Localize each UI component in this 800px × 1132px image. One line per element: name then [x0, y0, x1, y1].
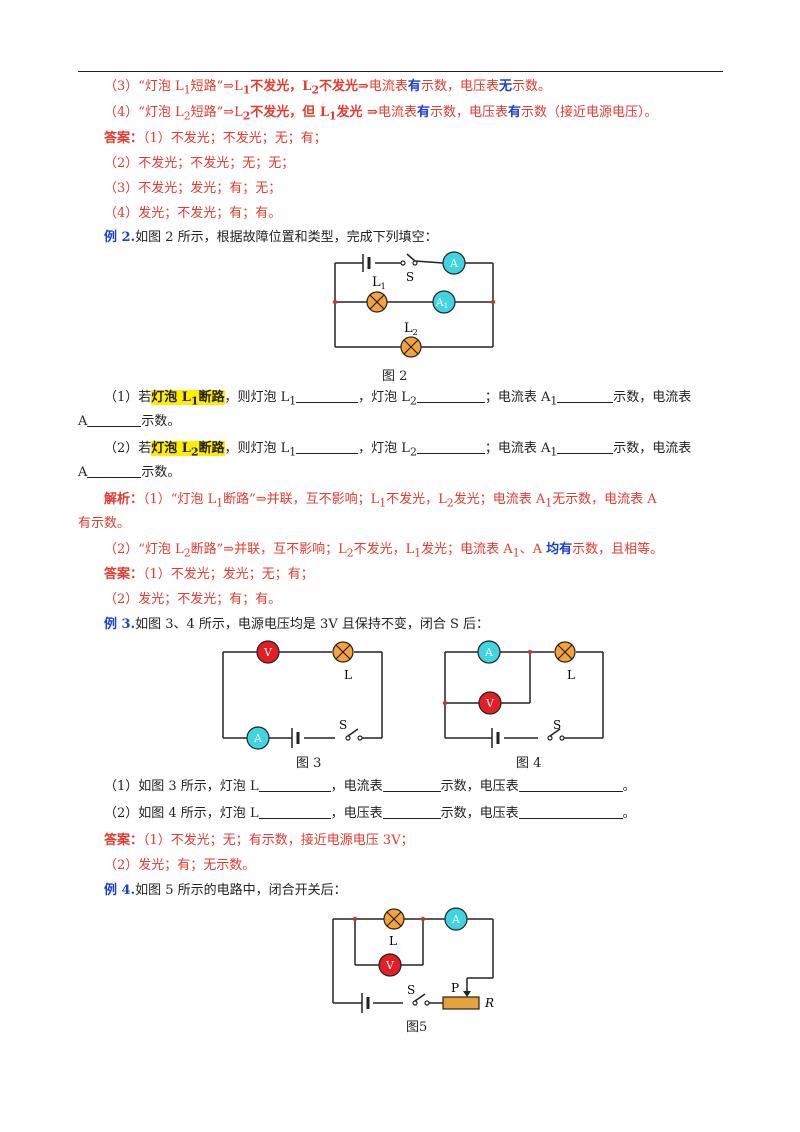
rheostat-icon	[442, 996, 480, 1010]
ex3-question-1: （1）如图 3 所示，灯泡 L，电流表示数，电压表。	[104, 778, 636, 794]
ex1-answer-3: （3）不发光；发光；有；无；	[104, 181, 282, 196]
lamp-l-icon	[554, 641, 576, 663]
ex4-heading: 例 4.如图 5 所示的电路中，闭合开关后：	[104, 883, 347, 898]
svg-text:V: V	[385, 959, 395, 972]
lamp-l-icon	[383, 908, 405, 930]
figure-4-caption: 图 4	[516, 756, 542, 771]
figure-2-caption: 图 2	[382, 369, 408, 384]
ex1-answer-4: （4）发光；不发光；有；有。	[104, 206, 282, 221]
fig5-slider-label: P	[451, 981, 459, 995]
blank[interactable]	[87, 413, 142, 427]
blank[interactable]	[258, 805, 331, 819]
fig5-switch-label: S	[407, 983, 415, 997]
ex3-heading: 例 3.如图 3、4 所示，电源电压均是 3V 且保持不变，闭合 S 后：	[104, 617, 490, 632]
blank[interactable]	[258, 778, 331, 792]
fig3-lamp-label: L	[344, 668, 352, 682]
blank[interactable]	[557, 389, 614, 403]
ex2-answer-2: （2）发光；不发光；有；有。	[104, 592, 282, 607]
lamp-l1-icon	[366, 291, 388, 313]
figure-3-circuit: V L A S	[222, 640, 383, 750]
fig5-lamp-label: L	[389, 934, 397, 948]
fig4-switch-label: S	[553, 718, 561, 732]
header-rule	[78, 71, 723, 72]
blank[interactable]	[416, 389, 485, 403]
lamp-l-icon	[332, 641, 354, 663]
ammeter-a-icon: A	[246, 726, 270, 750]
ex1-answer-1: 答案：（1）不发光；不发光；无；有；	[104, 131, 327, 146]
fig5-rheostat-label: R	[484, 996, 494, 1010]
ammeter-a-icon: A	[442, 251, 466, 275]
ammeter-a-icon: A	[477, 640, 501, 664]
blank[interactable]	[518, 778, 623, 792]
ammeter-a-icon: A	[444, 907, 468, 931]
blank[interactable]	[296, 389, 359, 403]
fig2-switch-label: S	[406, 270, 414, 284]
blank[interactable]	[382, 805, 441, 819]
ex1-line-4: （4）“灯泡 L2短路”⇒L2不发光，但 L1发光 ⇒电流表有示数，电压表有示数…	[104, 105, 658, 123]
svg-text:V: V	[485, 697, 495, 710]
ex3-answer-1: 答案：（1）不发光；无；有示数，接近电源电压 3V；	[104, 833, 414, 848]
ex1-answer-2: （2）不发光；不发光；无；无；	[104, 156, 295, 171]
blank[interactable]	[382, 778, 441, 792]
blank[interactable]	[518, 805, 623, 819]
figure-3-caption: 图 3	[296, 756, 322, 771]
ex2-heading: 例 2.如图 2 所示，根据故障位置和类型，完成下列填空：	[104, 230, 438, 245]
svg-text:A: A	[451, 913, 461, 926]
lamp-l2-icon	[400, 336, 422, 358]
voltmeter-v-icon: V	[378, 953, 402, 977]
svg-text:V: V	[263, 646, 273, 659]
svg-text:A: A	[449, 257, 459, 270]
ex2-answer-1: 答案：（1）不发光；发光；无；有；	[104, 567, 314, 582]
figure-4-circuit: A L V S	[442, 640, 604, 748]
figure-2-circuit: S A L1 A1 L2	[332, 251, 496, 358]
ex3-question-2: （2）如图 4 所示，灯泡 L，电压表示数，电压表。	[104, 805, 636, 821]
svg-text:A: A	[484, 646, 494, 659]
blank[interactable]	[557, 440, 614, 454]
ammeter-a1-icon: A1	[432, 290, 456, 314]
blank[interactable]	[296, 440, 359, 454]
ex2-analysis-1-cont: 有示数。	[78, 516, 131, 531]
fig2-lamp2-label: L2	[404, 321, 418, 337]
blank[interactable]	[416, 440, 485, 454]
ex3-answer-2: （2）发光；有；无示数。	[104, 858, 256, 873]
ex1-line-3: （3）“灯泡 L1短路”⇒L1不发光，L2不发光⇒电流表有示数，电压表无示数。	[104, 79, 551, 97]
fig4-lamp-label: L	[567, 668, 575, 682]
svg-text:A: A	[253, 732, 263, 745]
fig3-switch-label: S	[339, 718, 347, 732]
figure-5-caption: 图5	[406, 1020, 428, 1035]
ex2-analysis-2: （2）“灯泡 L2断路”⇒并联，互不影响；L2不发光，L1发光；电流表 A1、A…	[104, 542, 664, 560]
fig2-lamp1-label: L1	[372, 275, 386, 291]
voltmeter-v-icon: V	[478, 691, 502, 715]
svg-text:A1: A1	[435, 296, 448, 310]
figure-5-circuit: L A V S P R	[332, 907, 494, 1013]
voltmeter-v-icon: V	[256, 640, 280, 664]
blank[interactable]	[87, 464, 142, 478]
ex2-analysis-1: 解析：（1）“灯泡 L1断路”⇒并联，互不影响；L1不发光，L2发光；电流表 A…	[104, 492, 657, 510]
